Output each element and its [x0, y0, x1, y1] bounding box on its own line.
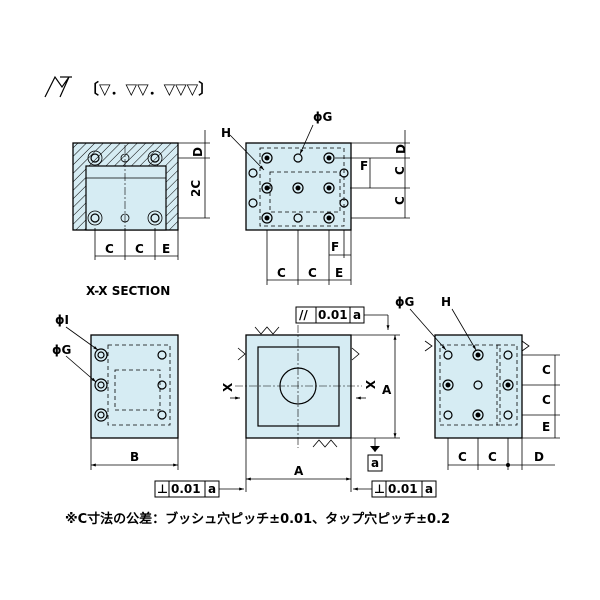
left-view: ϕI ϕG B	[52, 313, 179, 470]
front-face	[245, 334, 352, 439]
front-section-mark-left: X	[221, 382, 235, 392]
top-label-h: H	[221, 126, 231, 140]
svg-text://: //	[299, 308, 308, 322]
front-section-mark-right: X	[363, 380, 377, 390]
perpendicularity-frame-left: ⊥ 0.01 a	[154, 480, 244, 498]
right-label-h: H	[441, 295, 451, 309]
top-dim-be: E	[335, 266, 343, 280]
top-dim-bc1: C	[277, 266, 286, 280]
left-dim-b: B	[130, 450, 139, 464]
svg-text:⊥: ⊥	[374, 482, 385, 496]
top-dim-d: D	[394, 144, 408, 154]
left-label-phig: ϕG	[52, 343, 71, 357]
svg-text:a: a	[353, 308, 361, 322]
roughness-mark-icon	[44, 75, 70, 98]
svg-text:a: a	[208, 482, 216, 496]
section-dim-e: E	[162, 242, 170, 256]
top-dim-c2: C	[393, 196, 407, 205]
left-holes	[94, 348, 167, 422]
tolerance-note: ※C寸法の公差：ブッシュ穴ピッチ±0.01、タップ穴ピッチ±0.2	[65, 511, 450, 527]
left-face	[90, 334, 179, 439]
right-label-phig: ϕG	[395, 295, 414, 309]
top-view: H ϕG D C C F F C C E	[221, 110, 410, 285]
top-label-phig: ϕG	[313, 110, 332, 124]
svg-text:⊥: ⊥	[157, 482, 168, 496]
top-dim-f-right-text: F	[360, 159, 368, 173]
section-dim-c2: C	[135, 242, 144, 256]
section-caption: X-X SECTION	[86, 284, 170, 298]
section-dim-d: D	[191, 147, 205, 157]
right-dim-bd: D	[534, 450, 544, 464]
right-dim-c2: C	[542, 393, 551, 407]
front-view: X X // 0.01 a A a A	[154, 306, 437, 498]
top-dim-c1: C	[393, 166, 407, 175]
top-dim-f-bottom: F	[331, 240, 339, 254]
surface-roughness-symbol: 〔▽．▽▽．▽▽▽〕	[44, 75, 213, 98]
right-dim-e: E	[542, 420, 550, 434]
right-dim-c1: C	[542, 363, 551, 377]
perpendicularity-frame-right: ⊥ 0.01 a	[353, 480, 437, 498]
top-holes	[248, 152, 349, 224]
right-dim-bc2: C	[488, 450, 497, 464]
top-dim-bc2: C	[308, 266, 317, 280]
left-label-phii: ϕI	[55, 313, 69, 327]
right-holes	[442, 349, 514, 421]
roughness-triangles-bottom	[312, 439, 338, 448]
right-dim-bc1: C	[458, 450, 467, 464]
svg-text:0.01: 0.01	[171, 482, 201, 496]
datum-a-box	[367, 454, 383, 472]
front-dim-a-right: A	[382, 383, 392, 397]
section-dim-c1: C	[105, 242, 114, 256]
right-view: ϕG H C C E C C D	[395, 295, 560, 470]
section-holes	[87, 150, 163, 226]
parallelism-frame: // 0.01 a	[295, 306, 390, 330]
section-view: C C E D 2C X-X SECTION	[72, 130, 210, 298]
section-dim-2c: 2C	[189, 180, 203, 197]
roughness-triangles-top	[254, 326, 280, 335]
roughness-text: 〔▽．▽▽．▽▽▽〕	[84, 80, 213, 98]
svg-text:0.01: 0.01	[318, 308, 348, 322]
front-dim-a-bottom: A	[294, 464, 304, 478]
svg-text:a: a	[425, 482, 433, 496]
svg-text:0.01: 0.01	[388, 482, 418, 496]
datum-a-label: a	[371, 456, 379, 470]
